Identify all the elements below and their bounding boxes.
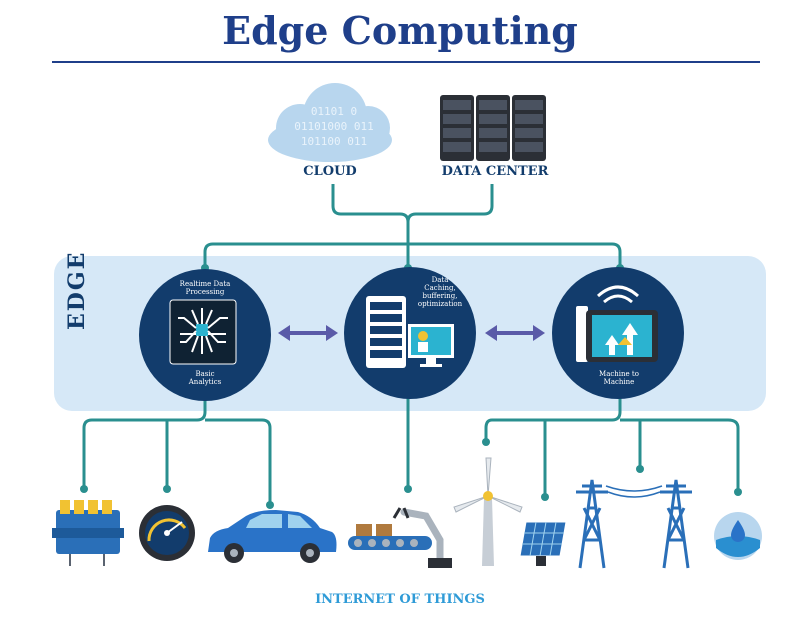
water-drop-icon [714, 512, 762, 560]
robot-arm-conveyor-icon [348, 507, 452, 568]
bottom-connector-dots [80, 438, 742, 509]
cloud-binary-text: 01101 0 01101000 011 101100 011 [284, 104, 384, 149]
node-arrows [278, 325, 545, 341]
edge-node-2-top-text: Data Caching, buffering, optimization [417, 276, 463, 308]
edge-label: EDGE [64, 250, 90, 330]
edge-node-3-bottom-text: Machine to Machine [599, 370, 639, 386]
wind-turbine-icon [453, 457, 523, 566]
page-title: Edge Computing [222, 8, 578, 53]
bottom-connectors [82, 395, 740, 505]
power-pylons-icon [576, 479, 692, 569]
internet-of-things-label: INTERNET OF THINGS [315, 592, 485, 607]
cloud-binary-line-2: 01101000 011 [294, 120, 374, 133]
solar-panel-icon [519, 521, 567, 566]
top-connectors [203, 184, 622, 268]
data-center-icon [440, 95, 546, 161]
gauge-icon [139, 505, 195, 561]
title-underline [52, 61, 760, 63]
edge-node-1-top-text: Realtime Data Processing [179, 280, 231, 296]
edge-node-1-bottom-text: Basic Analytics [188, 370, 222, 386]
cloud-binary-line-3: 101100 011 [300, 135, 368, 148]
battery-pack-icon [52, 500, 124, 566]
wireless-tablet-icon [576, 285, 658, 362]
cpu-chip-icon [169, 299, 237, 365]
server-monitor-icon [366, 296, 454, 368]
cloud-icon [268, 83, 392, 162]
car-icon [208, 510, 337, 563]
cloud-binary-line-1: 01101 0 [310, 105, 358, 118]
data-center-label: DATA CENTER [441, 164, 549, 179]
cloud-label: CLOUD [303, 164, 357, 179]
